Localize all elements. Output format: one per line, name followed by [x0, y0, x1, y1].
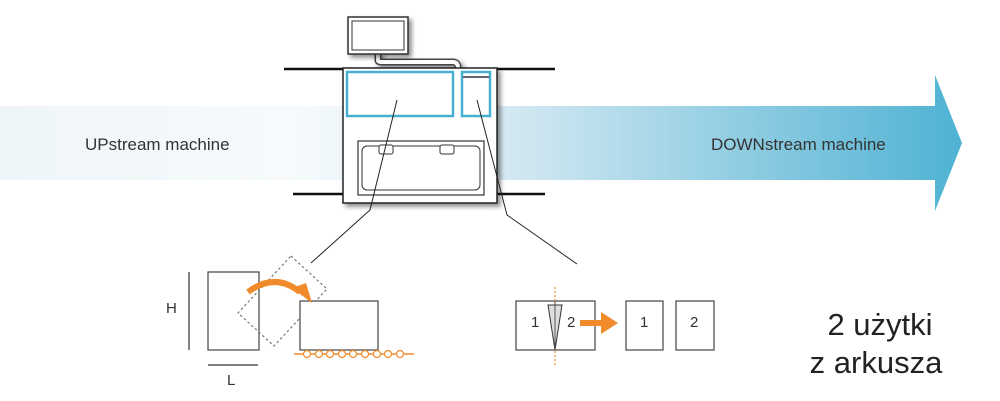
tray — [357, 140, 485, 196]
leader-line-right — [476, 99, 578, 265]
result-line-2: z arkusza — [809, 345, 943, 380]
upstream-label: UPstream machine — [85, 135, 230, 154]
cutting-unit — [460, 70, 492, 118]
sheet-part-1-label: 1 — [531, 314, 540, 331]
output-1-label: 1 — [640, 314, 649, 331]
cutting-detail — [515, 287, 715, 366]
downstream-label: DOWNstream machine — [711, 135, 886, 154]
output-2-label: 2 — [690, 314, 699, 331]
result-line-1: 2 użytki — [827, 307, 933, 342]
height-label: H — [166, 300, 177, 317]
machine — [342, 16, 498, 204]
sheet-rotating — [237, 255, 328, 347]
rollers — [302, 349, 405, 359]
sheet-portrait — [207, 271, 260, 351]
length-label: L — [227, 372, 236, 389]
rotation-detail — [188, 255, 414, 366]
output-sheet-1 — [625, 300, 664, 351]
sheet-landscape — [299, 300, 379, 351]
output-sheet-2 — [675, 300, 715, 351]
conveyor-lines — [284, 67, 555, 196]
rotation-unit — [345, 70, 455, 118]
output-arrow — [601, 312, 618, 334]
sheet-part-2-label: 2 — [567, 314, 576, 331]
leader-line-left — [310, 99, 398, 264]
